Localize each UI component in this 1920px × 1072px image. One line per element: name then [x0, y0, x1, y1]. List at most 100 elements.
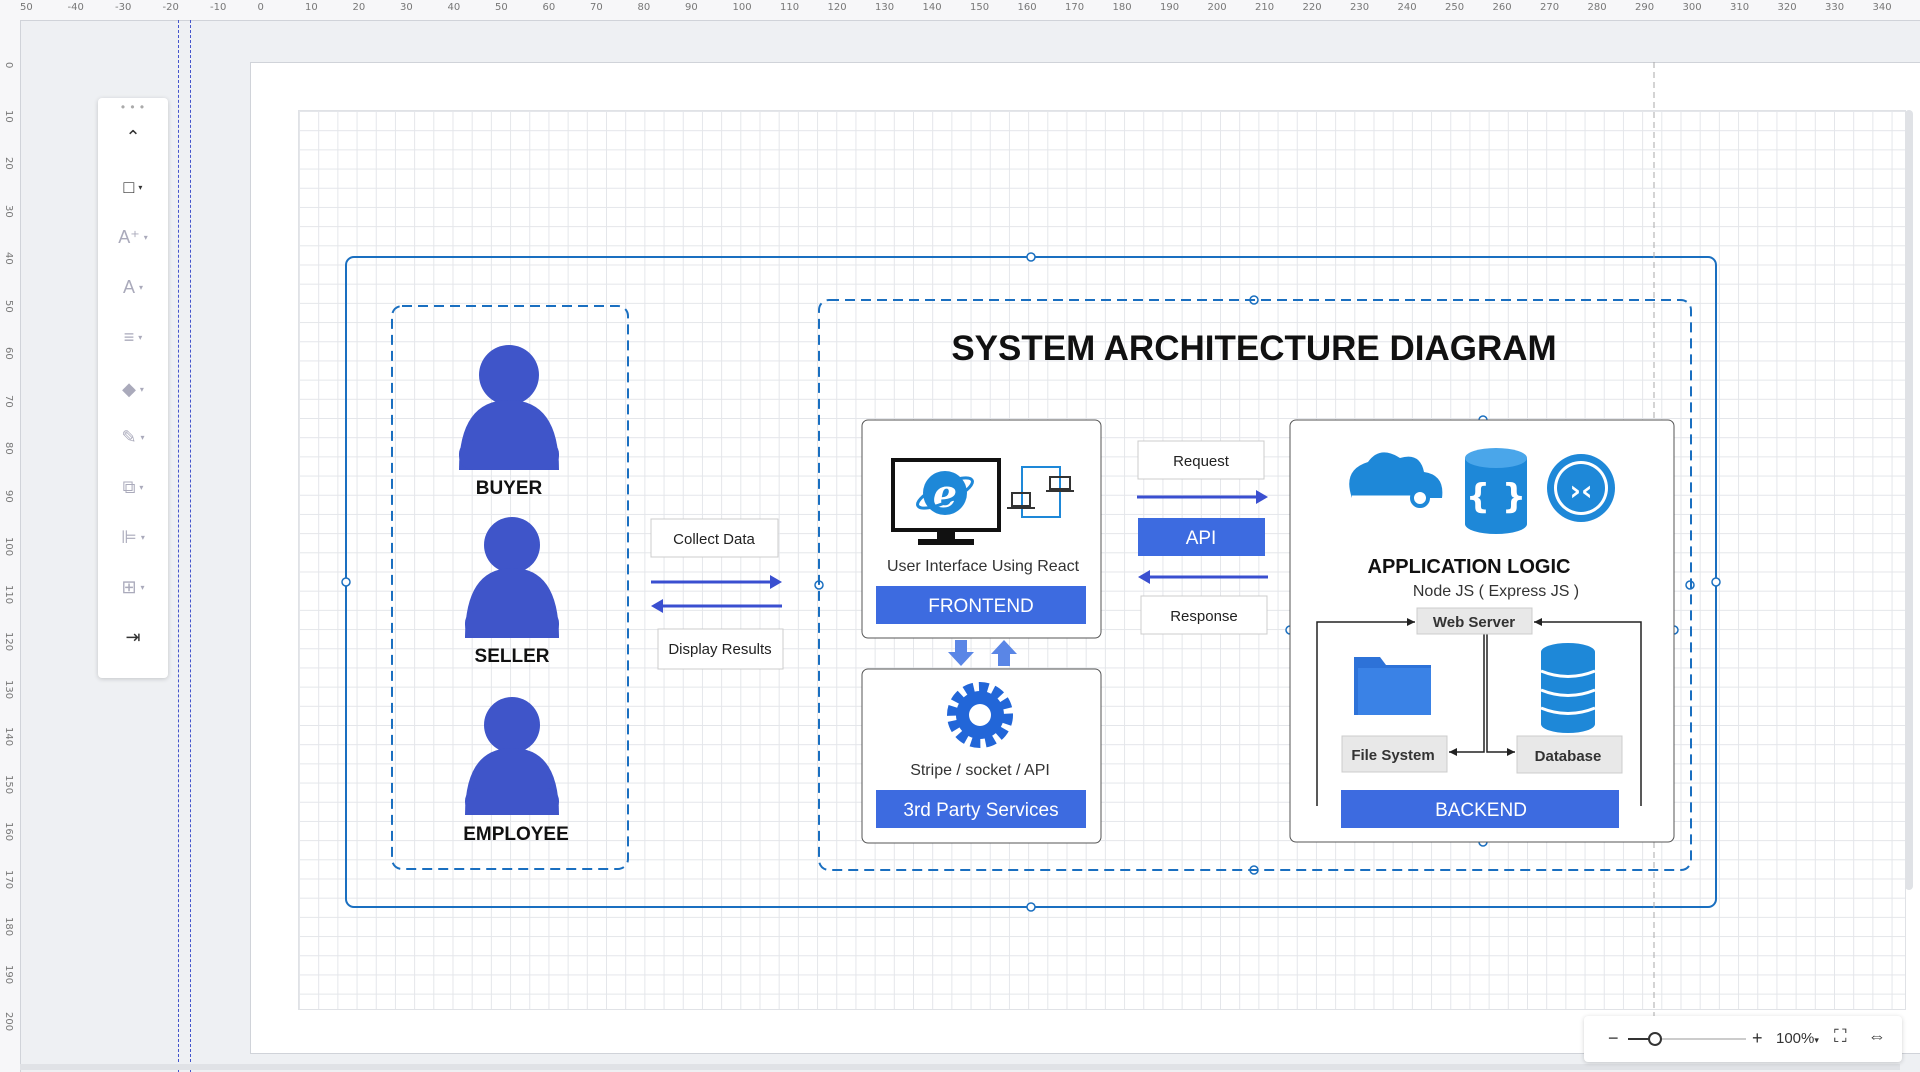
display-results-label: Display Results: [668, 641, 771, 658]
line-color-icon[interactable]: ✎▾: [98, 420, 168, 454]
api-button[interactable]: [1138, 518, 1265, 556]
arrange-icon[interactable]: ⧉▾: [98, 470, 168, 504]
collect-data-label: Collect Data: [673, 531, 755, 548]
ruler-tick-label: 190: [1160, 2, 1180, 13]
response-box[interactable]: [1140, 595, 1268, 635]
monitor-browser-icon: e: [891, 458, 1001, 545]
backend-heading: APPLICATION LOGIC: [1368, 556, 1571, 578]
file-system-box[interactable]: [1341, 735, 1448, 773]
fit-width-icon[interactable]: ⇔: [1868, 1026, 1886, 1046]
align-text-icon[interactable]: ≡▾: [98, 320, 168, 354]
zoom-slider-handle[interactable]: [1648, 1032, 1662, 1046]
backend-label: BACKEND: [1435, 800, 1527, 821]
database-icon: [1540, 643, 1596, 733]
ruler-tick-label: -10: [210, 2, 227, 13]
ruler-tick-label: 10: [305, 2, 318, 13]
vertical-scrollbar[interactable]: [1905, 110, 1913, 890]
svg-text:{ }: { }: [1466, 477, 1526, 517]
zoom-level-dropdown[interactable]: 100%▾: [1776, 1030, 1819, 1047]
drag-handle-icon[interactable]: • • •: [120, 100, 146, 114]
ruler-tick-label: 200: [1207, 2, 1227, 13]
text-size-icon-glyph: A⁺: [118, 226, 140, 247]
arrange-icon-glyph: ⧉: [122, 476, 136, 497]
ruler-tick-label: 150: [970, 2, 990, 13]
chevron-down-icon: ▾: [138, 182, 143, 192]
file-system-label: File System: [1351, 747, 1434, 764]
fill-bucket-icon[interactable]: ◆▾: [98, 372, 168, 406]
database-json-icon: { }: [1465, 448, 1527, 534]
distribute-icon-glyph: ⊞: [121, 576, 137, 597]
ruler-tick-label: 130: [875, 2, 895, 13]
shape-icon-glyph: □: [123, 176, 135, 197]
chevron-down-icon: ▾: [1814, 1035, 1819, 1045]
ruler-tick-label: 290: [1635, 2, 1655, 13]
web-server-box[interactable]: [1416, 607, 1533, 635]
guide-line: [178, 20, 179, 1072]
ruler-tick-label: 320: [1777, 2, 1797, 13]
text-size-icon[interactable]: A⁺▾: [98, 220, 168, 254]
ruler-tick-label: 340: [1872, 2, 1892, 13]
actor-label-employee: EMPLOYEE: [463, 824, 569, 845]
chevron-down-icon: ▾: [139, 282, 144, 292]
ruler-tick-label: 110: [780, 2, 800, 13]
align-objects-icon-glyph: ⊫: [121, 526, 137, 547]
ruler-tick-label: 0: [257, 2, 264, 13]
web-server-label: Web Server: [1433, 614, 1515, 631]
actors-group[interactable]: [391, 305, 629, 870]
backend-button[interactable]: [1341, 790, 1619, 828]
frontend-caption: User Interface Using React: [887, 558, 1080, 575]
request-arrow[interactable]: [1137, 490, 1268, 504]
ruler-tick-label: -40: [67, 2, 84, 13]
system-group[interactable]: [818, 299, 1692, 871]
display-arrow[interactable]: [651, 599, 782, 613]
folder-icon: [1354, 657, 1431, 715]
ruler-tick-label: -20: [162, 2, 179, 13]
ruler-tick-label: 80: [637, 2, 651, 13]
ruler-tick-label: 30: [400, 2, 413, 13]
zoom-in-button[interactable]: +: [1752, 1028, 1763, 1048]
ruler-tick-label: 330: [1825, 2, 1845, 13]
ruler-tick-label: 50: [495, 2, 508, 13]
employee-person-icon: [465, 697, 559, 815]
seller-person-icon: [465, 517, 559, 638]
collapse-icon[interactable]: ⌃: [98, 120, 168, 154]
devices-icon: [1007, 466, 1074, 518]
chevron-down-icon: ▾: [138, 332, 143, 342]
ruler-tick-label: 220: [1302, 2, 1322, 13]
ruler-tick-label: 270: [1540, 2, 1560, 13]
chevron-down-icon: ▾: [140, 432, 145, 442]
chevron-down-icon: ▾: [140, 532, 145, 542]
horizontal-scrollbar[interactable]: [20, 1064, 1900, 1070]
line-color-icon-glyph: ✎: [121, 426, 137, 447]
backend-subheading: Node JS ( Express JS ): [1413, 583, 1579, 600]
collect-data-box[interactable]: [650, 518, 779, 558]
distribute-icon[interactable]: ⊞▾: [98, 570, 168, 604]
fullscreen-icon[interactable]: ⛶: [1834, 1026, 1847, 1046]
down-arrow-icon: [948, 640, 974, 666]
third-party-button[interactable]: [876, 790, 1086, 828]
collect-arrow[interactable]: [651, 575, 782, 589]
zoom-level-value: 100%: [1776, 1030, 1815, 1047]
zoom-slider-track[interactable]: [1628, 1032, 1746, 1046]
font-color-icon-glyph: A: [122, 276, 135, 297]
zoom-out-button[interactable]: −: [1608, 1028, 1619, 1048]
fill-bucket-icon-glyph: ◆: [122, 378, 136, 399]
align-objects-icon[interactable]: ⊫▾: [98, 520, 168, 554]
exit-icon[interactable]: ⇥: [98, 620, 168, 654]
ruler-tick-label: 260: [1492, 2, 1512, 13]
font-color-icon[interactable]: A▾: [98, 270, 168, 304]
chevron-down-icon: ▾: [140, 582, 145, 592]
backend-arrowheads: [1407, 618, 1542, 756]
display-results-box[interactable]: [657, 628, 784, 670]
frontend-button[interactable]: [876, 586, 1086, 624]
remote-connection-icon: ›‹: [1547, 454, 1615, 522]
ruler-tick-label: 120: [827, 2, 847, 13]
database-box[interactable]: [1516, 735, 1623, 774]
response-arrow[interactable]: [1138, 570, 1268, 584]
request-label: Request: [1173, 453, 1230, 470]
request-box[interactable]: [1137, 440, 1265, 480]
shape-icon[interactable]: □▾: [98, 170, 168, 204]
